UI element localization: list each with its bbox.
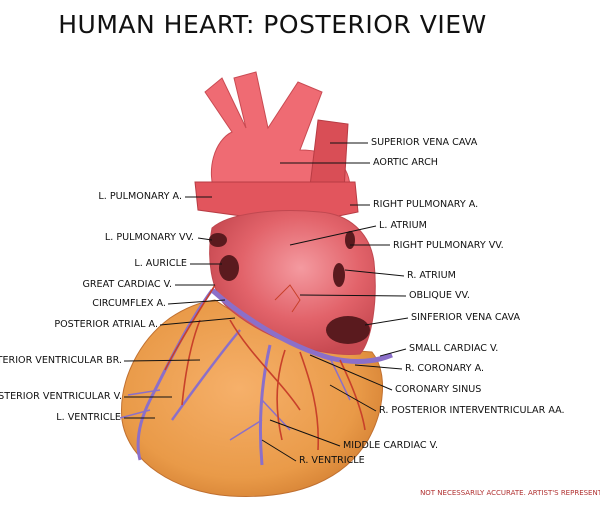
label-right-pulmonary-a: RIGHT PULMONARY A. <box>373 199 479 210</box>
label-l-ventricle: L. VENTRICLE <box>56 412 121 423</box>
label-circumflex-a: CIRCUMFLEX A. <box>92 298 166 309</box>
label-superior-vena-cava: SUPERIOR VENA CAVA <box>371 137 478 148</box>
label-posterior-ventricular-br: TERIOR VENTRICULAR BR. <box>0 355 122 366</box>
label-oblique-vv: OBLIQUE VV. <box>409 290 470 301</box>
diagram-title: HUMAN HEART: POSTERIOR VIEW <box>58 10 487 39</box>
label-l-pulmonary-a: L. PULMONARY A. <box>98 191 182 202</box>
middle-cardiac-vein <box>258 344 272 466</box>
label-r-ventricle: R. VENTRICLE <box>299 455 365 466</box>
label-posterior-ventricular-v: STERIOR VENTRICULAR V. <box>0 391 122 402</box>
small-vein-branches <box>119 357 351 441</box>
label-l-auricle: L. AURICLE <box>134 258 187 269</box>
coronary-sinus-vein <box>210 288 393 365</box>
label-coronary-sinus: CORONARY SINUS <box>395 384 482 395</box>
r-pulmonary-vein-opening-2 <box>345 231 355 249</box>
posterior-ventricular-vein <box>170 329 241 421</box>
superior-vena-cava-vessel <box>309 119 349 191</box>
label-r-atrium: R. ATRIUM <box>407 270 456 281</box>
great-cardiac-vein <box>136 289 214 461</box>
label-inferior-vena-cava: SINFERIOR VENA CAVA <box>411 312 521 323</box>
label-right-pulmonary-vv: RIGHT PULMONARY VV. <box>393 240 504 251</box>
label-small-cardiac-v: SMALL CARDIAC V. <box>409 343 499 354</box>
label-aortic-arch: AORTIC ARCH <box>373 157 439 168</box>
label-l-pulmonary-vv: L. PULMONARY VV. <box>104 232 194 243</box>
label-r-posterior-interventricular-aa: R. POSTERIOR INTERVENTRICULAR AA. <box>379 405 565 416</box>
oblique-vein <box>274 284 301 313</box>
inferior-vena-cava-opening <box>326 316 370 344</box>
leader-lines-left <box>123 196 236 419</box>
label-great-cardiac-v: GREAT CARDIAC V. <box>82 279 172 290</box>
label-posterior-atrial-a: POSTERIOR ATRIAL A. <box>54 319 158 330</box>
l-auricle-opening <box>209 233 227 247</box>
l-pulmonary-vein-opening <box>219 255 239 281</box>
label-l-atrium: L. ATRIUM <box>379 220 427 231</box>
label-middle-cardiac-v: MIDDLE CARDIAC V. <box>343 440 438 451</box>
label-r-coronary-a: R. CORONARY A. <box>405 363 485 374</box>
leader-lines-right <box>261 142 409 462</box>
r-pulmonary-vein-opening <box>333 263 345 287</box>
disclaimer-text: NOT NECESSARILY ACCURATE. ARTIST'S REPRE… <box>420 489 600 497</box>
